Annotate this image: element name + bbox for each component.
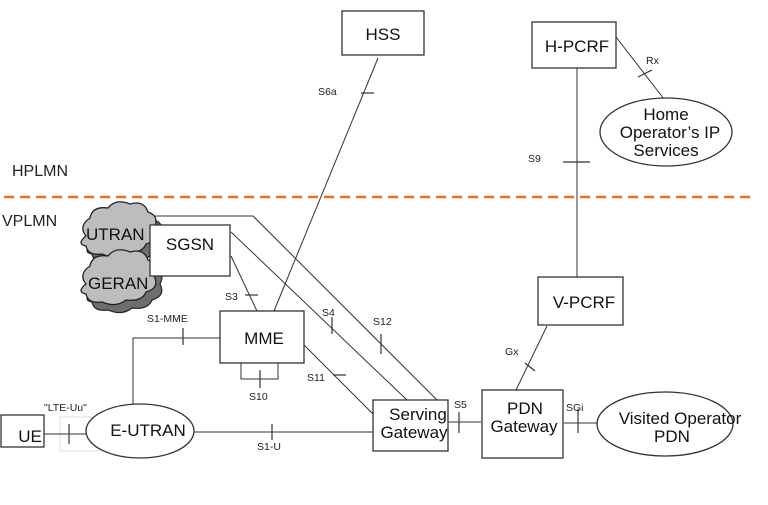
rx-tick — [637, 69, 653, 78]
visited-operator-pdn-line1: Visited Operator — [619, 409, 742, 428]
vpcrf-node: V-PCRF — [537, 276, 624, 326]
mme-label: MME — [244, 329, 284, 348]
visited-operator-pdn-line2: PDN — [654, 427, 690, 446]
pdn-gateway-line2: Gateway — [490, 417, 558, 436]
home-ip-services-line3: Services — [633, 141, 698, 160]
rx-link — [615, 36, 665, 100]
s1mme-link — [132, 337, 220, 404]
s6a-link — [273, 57, 379, 312]
pdn-gateway-node: PDN Gateway — [481, 389, 564, 459]
pdn-gateway-line1: PDN — [507, 399, 543, 418]
ue-node: UE — [0, 414, 45, 448]
vpcrf-label: V-PCRF — [553, 293, 615, 312]
gx-link — [515, 325, 548, 391]
geran-label: GERAN — [88, 274, 148, 293]
sgi-label: SGi — [566, 402, 584, 414]
gx-label: Gx — [505, 346, 519, 358]
eutran-node: E-UTRAN — [85, 403, 195, 459]
s1mme-label: S1-MME — [147, 313, 188, 325]
home-ip-services-line1: Home — [643, 105, 688, 124]
sgsn-node: SGSN — [149, 224, 231, 277]
s11-link — [301, 342, 374, 415]
serving-gateway-line1: Serving — [389, 405, 447, 424]
cloud-icon — [80, 249, 163, 314]
s4-label: S4 — [322, 307, 335, 319]
visited-operator-pdn-node: Visited Operator PDN — [596, 391, 742, 457]
home-ip-services-node: Home Operator’s IP Services — [599, 97, 733, 167]
hplmn-label: HPLMN — [12, 163, 68, 180]
s12-label: S12 — [373, 316, 392, 328]
mme-node: MME — [219, 310, 305, 364]
hss-label: HSS — [366, 25, 401, 44]
s11-label: S11 — [307, 372, 325, 384]
s3-label: S3 — [225, 291, 238, 303]
s12-link — [148, 215, 438, 401]
s3-link — [230, 255, 258, 312]
hss-node: HSS — [341, 10, 425, 56]
home-ip-services-line2: Operator’s IP — [620, 123, 720, 142]
gx-tick — [524, 362, 536, 372]
eutran-label: E-UTRAN — [110, 421, 186, 440]
s1u-label: S1-U — [257, 441, 281, 453]
sgsn-label: SGSN — [166, 235, 214, 254]
s4-link — [230, 231, 408, 401]
s9-label: S9 — [528, 153, 541, 165]
s6a-label: S6a — [318, 86, 337, 98]
utran-label: UTRAN — [86, 225, 145, 244]
ue-label: UE — [18, 427, 42, 446]
serving-gateway-node: Serving Gateway — [372, 399, 449, 452]
s5-label: S5 — [454, 399, 467, 411]
geran-cloud: GERAN — [80, 249, 163, 314]
s10-label: S10 — [249, 391, 268, 403]
hpcrf-node: H-PCRF — [531, 21, 617, 69]
lteuu-label: "LTE-Uu" — [44, 402, 87, 414]
vplmn-label: VPLMN — [2, 213, 57, 230]
hpcrf-label: H-PCRF — [545, 37, 609, 56]
serving-gateway-line2: Gateway — [380, 423, 448, 442]
rx-label: Rx — [646, 55, 660, 67]
